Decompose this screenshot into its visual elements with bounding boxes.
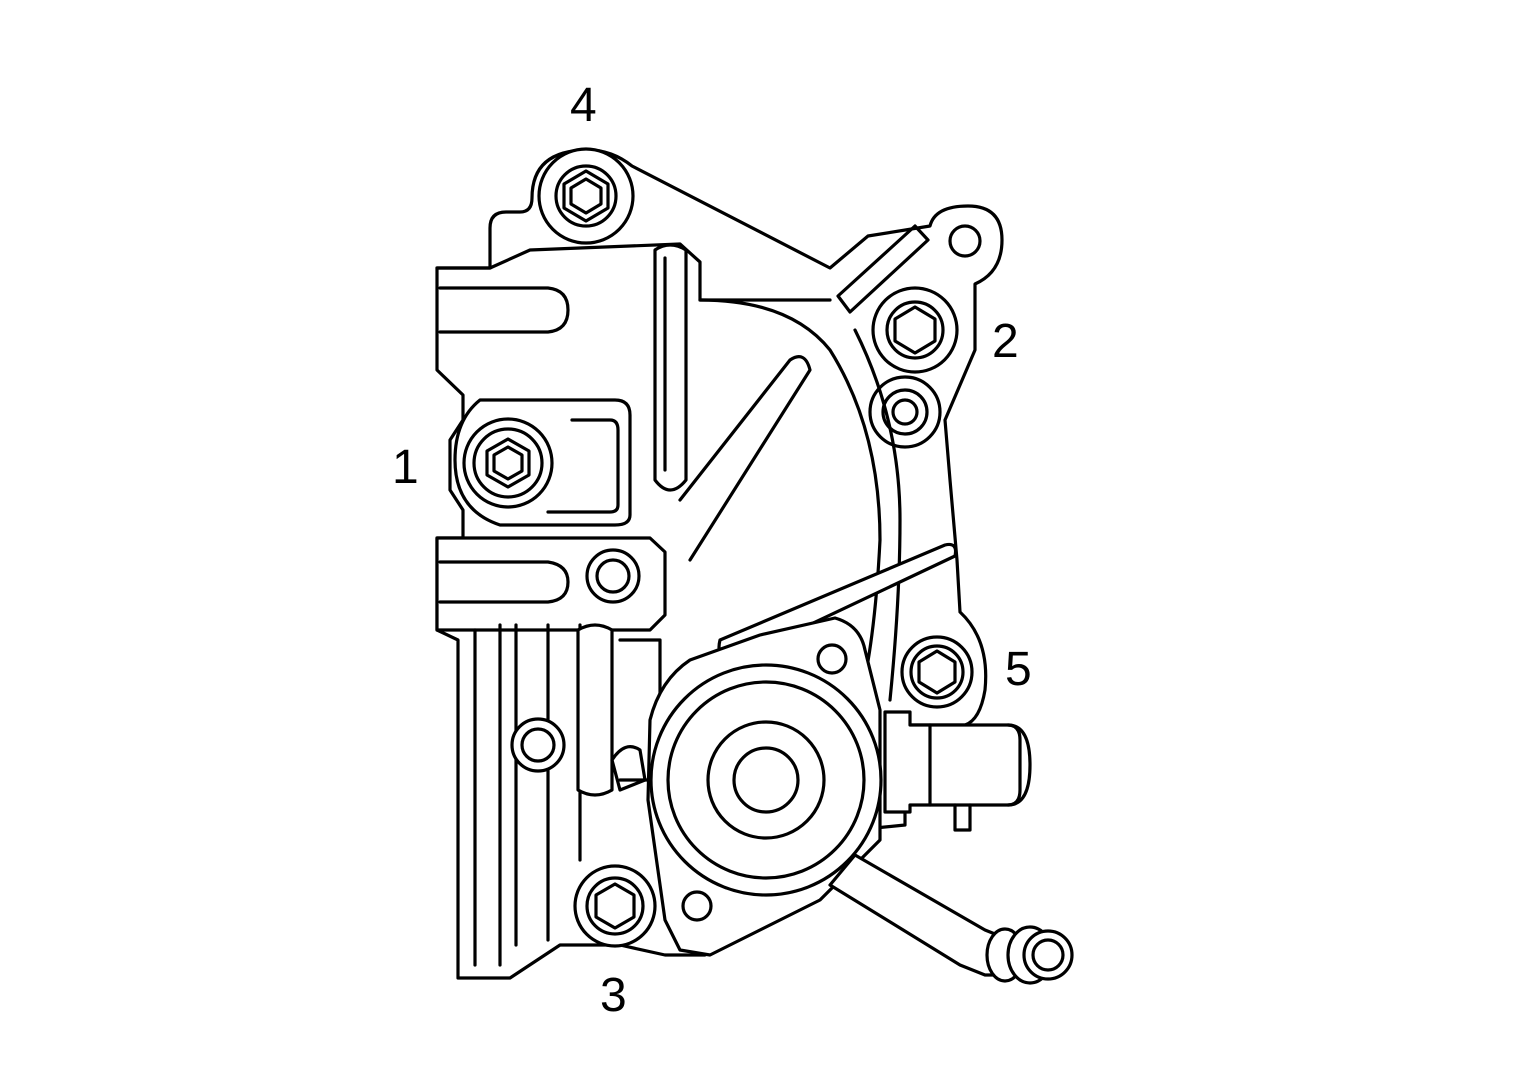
flange-hole-bottom <box>681 890 713 922</box>
outlet-port <box>732 746 800 814</box>
bolt-washer-4 <box>554 164 618 228</box>
upper-right-lug <box>836 224 930 314</box>
fitting-mid <box>881 388 929 436</box>
bolt-head-1-inner <box>492 445 524 481</box>
bolt-washer-3 <box>585 876 645 936</box>
middle-hole <box>585 548 641 604</box>
lower-tube-mouth <box>1022 929 1074 981</box>
outlet-ring-inner <box>706 720 826 840</box>
vertical-rib <box>653 243 688 492</box>
bolt-head-4 <box>562 169 610 223</box>
bolt-washer-1-inner <box>472 427 544 499</box>
lower-tube <box>828 853 1012 977</box>
bolt-washer-2 <box>885 300 945 360</box>
outlet-ring-mid <box>666 680 866 880</box>
outlet-ring-outer <box>649 663 883 897</box>
bolt-washer-5 <box>909 644 965 700</box>
side-pipe-bead <box>1006 723 1032 807</box>
bolt-head-2 <box>893 305 937 355</box>
upper-slot <box>438 286 570 334</box>
middle-clamp <box>435 536 667 632</box>
vertical-tube <box>576 623 614 797</box>
callout-5: 5 <box>1005 643 1032 696</box>
diagonal-strut <box>678 355 812 562</box>
side-pipe-tab <box>953 803 972 832</box>
bolt-boss-4 <box>537 147 635 245</box>
right-channel-inner <box>698 298 882 702</box>
fitting-outer <box>868 375 942 449</box>
callout-4: 4 <box>570 79 597 132</box>
side-pipe <box>883 710 1022 814</box>
fitting-inner <box>891 398 919 426</box>
bolt-washer-1 <box>462 417 554 509</box>
middle-slot <box>438 560 570 604</box>
callout-1: 1 <box>392 441 419 494</box>
lower-tube-mouth-inner <box>1031 938 1065 972</box>
bolt-head-1 <box>485 437 531 489</box>
ring-connector <box>610 745 647 792</box>
right-channel-outer <box>853 328 902 702</box>
lower-hole <box>510 717 566 773</box>
bolt-boss-1-inner <box>546 418 620 514</box>
bolt-head-3 <box>594 882 636 930</box>
middle-hole-inner <box>595 558 631 594</box>
callout-2: 2 <box>992 315 1019 368</box>
callout-3: 3 <box>600 969 627 1022</box>
mount-hole-top-right <box>948 224 982 258</box>
flange-hole-top <box>816 643 848 675</box>
bolt-boss-2 <box>871 286 959 374</box>
lower-hole-inner <box>520 727 556 763</box>
bolt-head-5 <box>917 649 957 695</box>
bolt-head-4-inner <box>569 177 603 215</box>
